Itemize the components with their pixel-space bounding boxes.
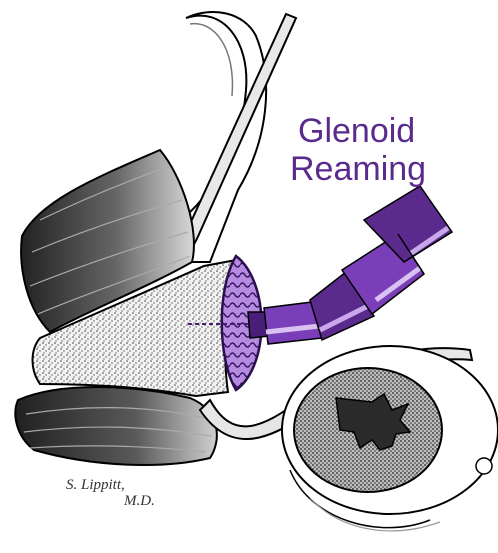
signature-line-1: S. Lippitt, — [66, 477, 125, 493]
title-line-1: Glenoid — [298, 112, 415, 150]
signature-line-2: M.D. — [124, 493, 155, 509]
title-line-2: Reaming — [290, 150, 426, 188]
reamer-shaft — [248, 186, 452, 344]
humeral-head — [282, 346, 498, 531]
